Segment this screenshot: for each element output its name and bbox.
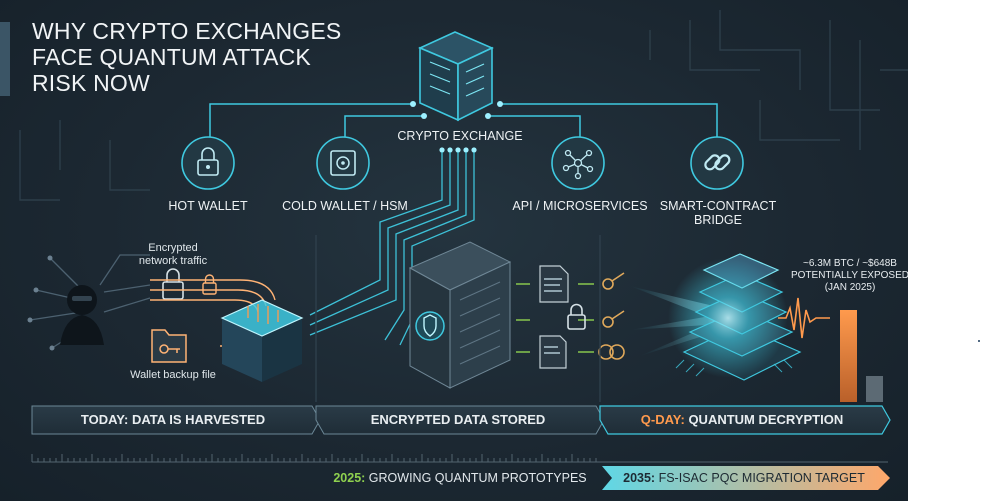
quantum-computer-icon <box>668 253 802 381</box>
backup-label: Wallet backup file <box>130 369 216 381</box>
title-accent-bar <box>0 22 10 96</box>
component-icons <box>181 136 744 190</box>
timeline-text: GROWING QUANTUM PROTOTYPES <box>365 471 587 485</box>
file-cipher-lines <box>544 278 562 354</box>
component-label-bridge: SMART-CONTRACT BRIDGE <box>659 199 777 227</box>
exposure-bar <box>840 310 857 402</box>
exchange-building-icon <box>418 31 494 122</box>
exposure-bar-small <box>866 376 883 402</box>
section-dividers <box>315 235 601 402</box>
traffic-label: Encrypted network traffic <box>118 242 228 268</box>
timeline-year: 2025: <box>333 471 366 485</box>
timeline-year: 2035: <box>623 471 656 485</box>
hub-label: CRYPTO EXCHANGE <box>397 129 523 143</box>
key-icons <box>567 272 625 360</box>
traffic-label-line: Encrypted <box>148 242 198 254</box>
circuit-traces <box>19 10 908 201</box>
page-title: WHY CRYPTO EXCHANGES FACE QUANTUM ATTACK… <box>32 18 341 96</box>
key-arrows <box>516 283 594 353</box>
stage-text: QUANTUM DECRYPTION <box>684 412 844 427</box>
stage-label-harvest: TODAY: DATA IS HARVESTED <box>32 405 314 435</box>
component-label-cold-wallet: COLD WALLET / HSM <box>282 199 408 213</box>
title-line: RISK NOW <box>32 70 150 96</box>
title-line: FACE QUANTUM ATTACK <box>32 44 311 70</box>
stage-text: ENCRYPTED DATA STORED <box>370 412 546 427</box>
hacker-figure-icon <box>27 254 151 351</box>
data-cube-icon <box>220 299 304 382</box>
timeline-ticks <box>31 454 597 462</box>
timeline-target-bar <box>602 466 890 490</box>
diagram-graphics <box>19 10 908 490</box>
timeline-label-2025: 2025: GROWING QUANTUM PROTOTYPES <box>300 466 620 490</box>
waveform-line <box>778 297 830 339</box>
wallet-folder-icon <box>151 329 187 363</box>
stray-dot <box>978 340 980 342</box>
traffic-label-line: network traffic <box>138 255 208 267</box>
component-label-api: API / MICROSERVICES <box>512 199 648 213</box>
exposure-line: POTENTIALLY EXPOSED <box>790 270 908 281</box>
component-label-hot-wallet: HOT WALLET <box>168 199 248 213</box>
title-line: WHY CRYPTO EXCHANGES <box>32 18 342 44</box>
harvest-lock-icons <box>162 268 217 300</box>
infographic-panel: WHY CRYPTO EXCHANGES FACE QUANTUM ATTACK… <box>0 0 908 501</box>
server-rack-icon <box>408 241 512 389</box>
hub-connectors <box>209 103 718 140</box>
stage-prefix: Q-DAY: <box>640 412 685 427</box>
stage-label-qday: Q-DAY: QUANTUM DECRYPTION <box>600 405 884 435</box>
exposure-line: (JAN 2025) <box>824 282 876 293</box>
timeline-label-2035: 2035: FS-ISAC PQC MIGRATION TARGET <box>608 466 880 490</box>
stage-label-stored: ENCRYPTED DATA STORED <box>316 405 600 435</box>
timeline-text: FS-ISAC PQC MIGRATION TARGET <box>655 471 865 485</box>
exposure-line: ~6.3M BTC / ~$648B <box>803 258 897 269</box>
storage-feed-lines <box>309 152 475 346</box>
exposure-callout: ~6.3M BTC / ~$648B POTENTIALLY EXPOSED (… <box>790 258 908 294</box>
stage-text: TODAY: DATA IS HARVESTED <box>80 412 266 427</box>
connector-nodes <box>410 101 503 153</box>
stage-arrows <box>31 405 891 435</box>
